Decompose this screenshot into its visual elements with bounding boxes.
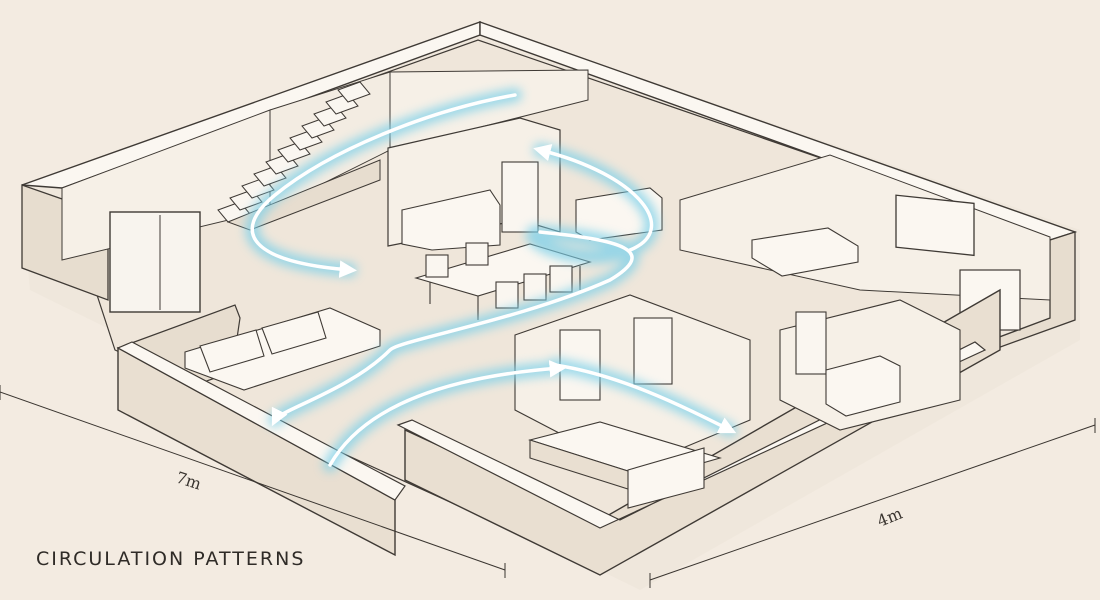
bed-lower xyxy=(528,421,722,509)
bed-upper xyxy=(751,227,859,277)
sofa xyxy=(184,307,381,391)
glass-door xyxy=(109,211,201,313)
front-wall-right-top xyxy=(396,341,987,529)
kitchen-counter xyxy=(401,189,501,251)
dining-table xyxy=(414,242,592,320)
hall-door xyxy=(633,317,673,385)
dimension-label-length: 7m xyxy=(174,468,204,494)
dimension-line-length xyxy=(0,385,506,578)
bathroom xyxy=(779,299,961,431)
bedroom-window xyxy=(895,194,975,257)
circulation-flows xyxy=(245,88,737,472)
dimension-line-width xyxy=(649,418,1096,588)
diagram-caption: CIRCULATION PATTERNS xyxy=(36,548,306,570)
kitchen-doorway xyxy=(501,161,539,233)
dimension-label-width: 4m xyxy=(874,504,905,531)
